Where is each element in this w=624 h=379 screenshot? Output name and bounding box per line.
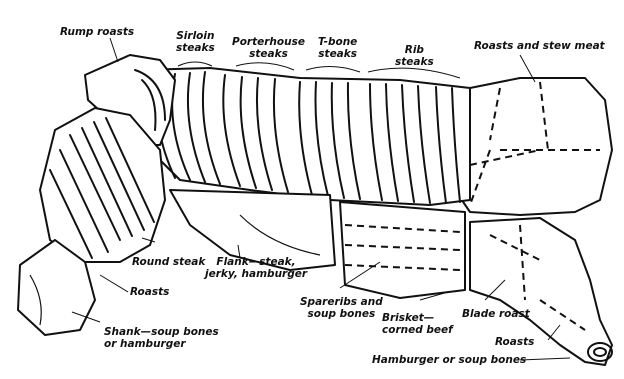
label-porterhouse-steaks: Porterhouse steaks: [232, 36, 305, 60]
plate-section: [340, 202, 465, 298]
chuck-section: [455, 78, 612, 215]
label-brisket: Brisket— corned beef: [382, 312, 453, 336]
label-hamburger-soup-bones: Hamburger or soup bones: [372, 354, 526, 366]
label-sirloin-steaks: Sirloin steaks: [176, 30, 215, 54]
label-blade-roast: Blade roast: [462, 308, 530, 320]
label-rib-steaks: Rib steaks: [395, 44, 434, 68]
label-roasts-and-stew-meat: Roasts and stew meat: [474, 40, 605, 52]
label-tbone-steaks: T-bone steaks: [318, 36, 357, 60]
label-spareribs: Spareribs and soup bones: [300, 296, 383, 320]
label-rump-roasts: Rump roasts: [60, 26, 134, 38]
label-roasts-right: Roasts: [495, 336, 534, 348]
label-shank: Shank—soup bones or hamburger: [104, 326, 219, 350]
loin-rib-section: [135, 68, 470, 205]
label-roasts-left: Roasts: [130, 286, 169, 298]
label-round-steak: Round steak: [132, 256, 205, 268]
front-shank-section: [470, 218, 612, 365]
label-flank: Flank—steak, jerky, hamburger: [205, 256, 307, 280]
